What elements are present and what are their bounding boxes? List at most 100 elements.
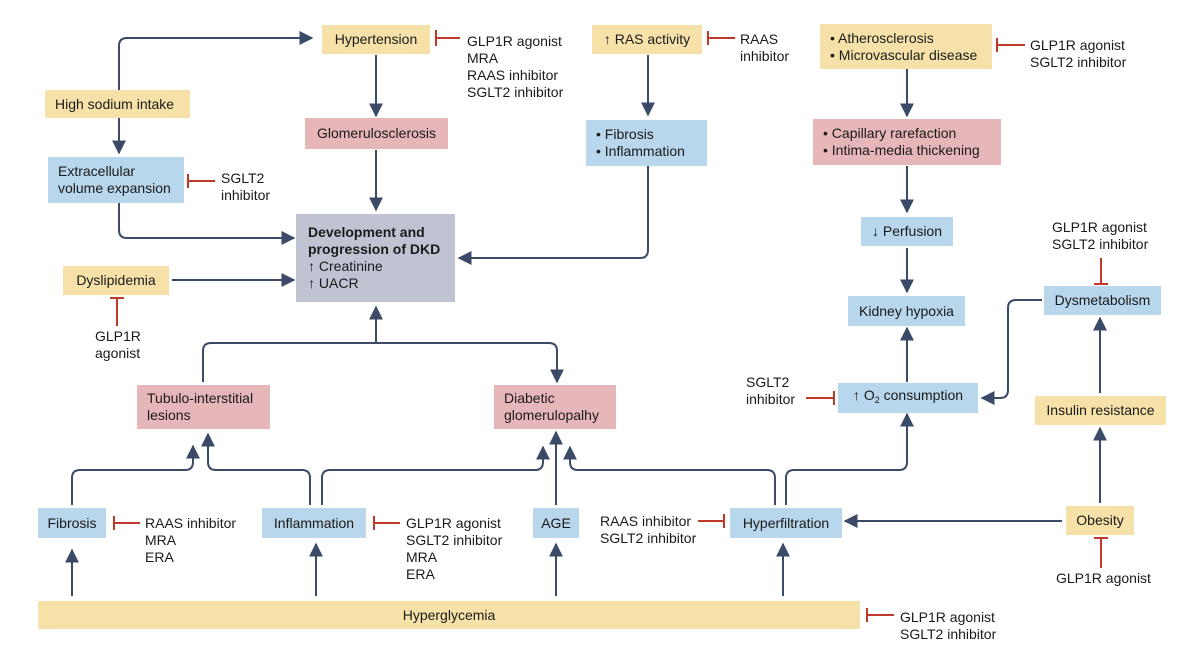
capillary-item-1: Capillary rarefaction [823,125,991,142]
arrow-fibrosis-to-tubulo [71,444,200,505]
node-athero: Atherosclerosis Microvascular disease [820,24,992,69]
node-dyslipidemia: Dyslipidemia [63,266,169,295]
capillary-item-2: Intima-media thickening [823,142,991,159]
o2-subscript: 2 [874,395,880,405]
inhibitor-item: MRA [145,532,177,548]
node-hyperglycemia: Hyperglycemia [38,601,860,629]
inhibitor-item: SGLT2 inhibitor [900,626,997,642]
diabetic-line-2: glomerulopalhy [504,407,599,423]
inhibitor-item: inhibitor [221,187,271,203]
inhibitor-item: GLP1R agonist [406,515,501,531]
inhibit-athero [996,38,1025,52]
inhibitor-item: RAAS [740,31,779,47]
arrow-lesions-to-dkd [202,342,564,384]
inhibitor-item: SGLT2 [746,374,790,390]
node-diabetic-glomerulopathy: Diabetic glomerulopalhy [494,385,616,429]
node-dysmetabolism: Dysmetabolism [1044,286,1161,315]
inhibit-dysmetabolism [1094,258,1108,285]
node-inflammation: Inflammation [262,508,366,538]
node-fibrosis-inflammation: Fibrosis Inflammation [586,120,707,166]
node-high-sodium: High sodium intake [45,90,190,118]
inhibit-hypertension [435,30,460,46]
node-perfusion: ↓ Perfusion [861,217,953,246]
inhibitor-item: SGLT2 inhibitor [600,530,697,546]
inhibitors-fibrosis: RAAS inhibitor MRA ERA [145,515,236,566]
node-kidney-hypoxia: Kidney hypoxia [848,296,965,326]
node-obesity: Obesity [1066,506,1134,535]
node-fibrosis: Fibrosis [38,508,106,538]
arrow-fibrosis-to-dkd [457,166,649,265]
dkd-title-line-1: Development and [308,224,425,240]
inhibitor-item: ERA [406,566,435,582]
node-hyperfiltration: Hyperfiltration [730,508,842,538]
node-age: AGE [533,508,579,538]
athero-item-1: Atherosclerosis [830,30,982,47]
inhibitor-item: GLP1R agonist [1030,37,1125,53]
inhibitor-item: MRA [406,549,438,565]
inhibitor-item: RAAS inhibitor [467,67,559,83]
node-ras-activity: ↑ RAS activity [592,25,702,54]
node-o2-consumption: ↑ O2 consumption [838,383,978,413]
inhibit-hyperglycemia [866,608,894,622]
inhibitor-item: agonist [95,345,141,361]
o2-label: ↑ O2 consumption [853,387,963,409]
node-capillary: Capillary rarefaction Intima-media thick… [813,119,1001,165]
inhibit-hyperfiltration [698,514,725,528]
inhibit-ecv [187,174,215,188]
inhibitors-dysmetabolism: GLP1R agonist SGLT2 inhibitor [1052,219,1148,253]
inhibitor-item: SGLT2 inhibitor [406,532,503,548]
tubulo-line-2: lesions [147,407,191,423]
node-hypertension: Hypertension [322,25,430,54]
inhibitors-hypertension: GLP1R agonist MRA RAAS inhibitor SGLT2 i… [467,33,563,101]
inhibitor-item: GLP1R agonist [900,609,995,625]
inhibitor-item: SGLT2 inhibitor [1052,236,1149,252]
tubulo-line-1: Tubulo-interstitial [147,390,254,406]
diabetic-line-1: Diabetic [504,390,555,406]
inhibitor-item: SGLT2 inhibitor [467,84,564,100]
inhibitor-item: RAAS inhibitor [600,513,692,529]
inhibitors-inflammation: GLP1R agonist SGLT2 inhibitor MRA ERA [406,515,502,583]
node-insulin-resistance: Insulin resistance [1035,396,1166,425]
inhibitor-item: GLP1R agonist [467,33,562,49]
inhibit-obesity [1094,537,1108,568]
arrow-hyperfiltration-to-diabetic [563,445,776,505]
arrow-inflammation-to-diabetic [321,445,550,505]
inhibitor-item: MRA [467,50,499,66]
inhibitor-item: SGLT2 inhibitor [1030,54,1127,70]
inhibitors-hyperfiltration: RAAS inhibitor SGLT2 inhibitor [600,513,696,547]
ecv-line-1: Extracellular [58,163,136,179]
inhibit-ras [707,31,735,45]
inhibitor-item: GLP1R agonist [1056,570,1151,586]
inhibitors-hyperglycemia: GLP1R agonist SGLT2 inhibitor [900,609,996,643]
dkd-uacr: ↑ UACR [308,275,359,291]
node-ecv: Extracellular volume expansion [48,157,184,203]
inhibitor-item: inhibitor [740,48,790,64]
node-tubulo: Tubulo-interstitial lesions [137,385,270,429]
o2-prefix: ↑ O [852,387,875,403]
inhibitors-obesity: GLP1R agonist [1056,570,1151,587]
inhibitor-item: RAAS inhibitor [145,515,237,531]
inhibit-inflammation [373,516,400,530]
inhibit-fibrosis [113,516,140,530]
inhibitor-item: ERA [145,549,174,565]
inhibitor-item: inhibitor [746,391,796,407]
arrow-hyperfiltration-to-o2 [785,412,914,505]
inhibitors-dyslipidemia: GLP1R agonist [95,328,141,362]
inhibitors-ras: RAAS inhibitor [740,31,789,65]
inhibit-o2 [806,391,835,405]
inhibitor-item: GLP1R [95,328,141,344]
node-glomerulosclerosis: Glomerulosclerosis [305,118,448,149]
inhibitors-o2: SGLT2 inhibitor [746,374,795,408]
ecv-line-2: volume expansion [58,180,171,196]
inhibitor-item: SGLT2 [221,170,265,186]
arrow-dysmetabolism-to-o2 [980,299,1042,405]
dkd-title-line-2: progression of DKD [308,241,441,257]
arrow-inflammation-to-tubulo [201,432,311,505]
arrow-ecv-to-dkd [118,203,296,245]
inhibitor-item: GLP1R agonist [1052,219,1147,235]
inhibitors-athero: GLP1R agonist SGLT2 inhibitor [1030,37,1126,71]
node-dkd: Development and progression of DKD ↑ Cre… [296,214,455,302]
inhibitors-ecv: SGLT2 inhibitor [221,170,270,204]
athero-item-2: Microvascular disease [830,47,982,64]
